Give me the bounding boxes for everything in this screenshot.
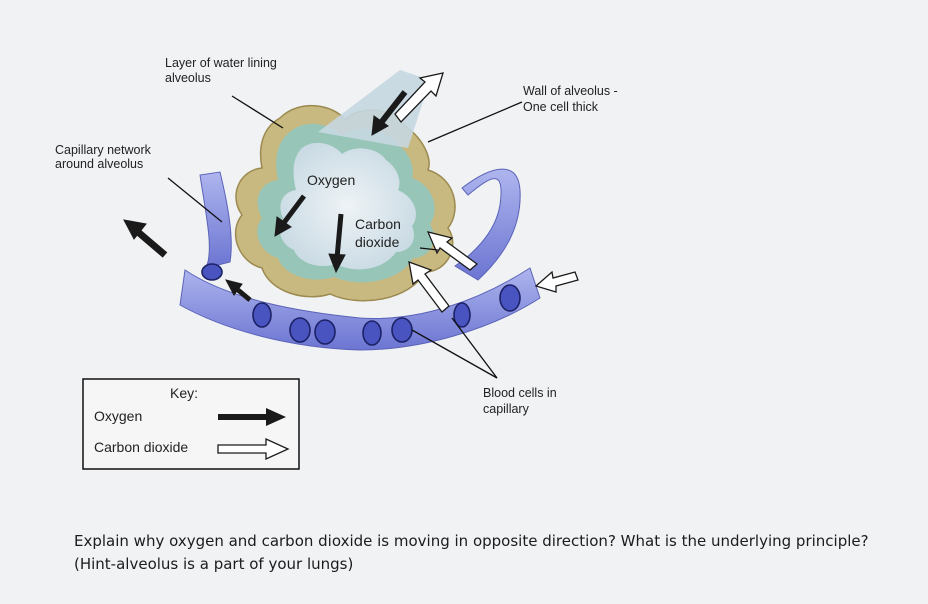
oxygen-arrows (123, 90, 408, 302)
key-title: Key: (170, 385, 198, 401)
key-oxygen-label: Oxygen (94, 408, 142, 424)
alveolus-air-space (279, 142, 416, 270)
blood-cell (314, 319, 336, 345)
capillary-network (179, 168, 541, 351)
co2-arrow (426, 231, 479, 271)
key-box: Key: Oxygen Carbon dioxide (82, 378, 300, 470)
oxygen-arrow (123, 219, 168, 258)
oxygen-arrow (225, 279, 252, 302)
oxygen-arrow (328, 213, 346, 274)
blood-cell (362, 320, 382, 346)
blood-cell (252, 302, 272, 328)
blood-cell (453, 302, 471, 328)
key-co2-arrow (217, 437, 290, 461)
label-water-layer: Layer of water lining alveolus (165, 56, 280, 85)
label-capillary: Capillary network around alveolus (55, 143, 154, 171)
blood-cell (289, 317, 311, 343)
airway (318, 70, 430, 148)
oxygen-arrow (274, 194, 306, 237)
blood-cell (499, 284, 521, 312)
capillary-left-vessel (199, 171, 232, 269)
label-carbon-dioxide: Carbon dioxide (355, 216, 405, 250)
label-oxygen: Oxygen (307, 172, 355, 188)
leader-line-capillary (167, 177, 223, 223)
label-blood-cells: Blood cells in capillary (483, 386, 560, 416)
co2-arrow (534, 270, 579, 293)
leader-line-co2 (419, 247, 439, 251)
oxygen-arrow (371, 90, 408, 136)
leader-lines (167, 95, 523, 379)
key-border (82, 378, 300, 470)
co2-arrow (408, 261, 450, 313)
capillary-main-vessel (179, 267, 541, 351)
key-co2-label: Carbon dioxide (94, 439, 188, 455)
key-oxygen-arrow (218, 408, 286, 426)
co2-arrow (394, 72, 444, 123)
question-text: Explain why oxygen and carbon dioxide is… (74, 532, 869, 573)
blood-cell (201, 263, 223, 281)
capillary-right-vessel (454, 168, 521, 281)
leader-line-wall (427, 101, 523, 143)
blood-cell (391, 317, 413, 343)
blood-cells (201, 263, 521, 346)
leader-line-blood-cells-1 (451, 317, 498, 379)
label-wall: Wall of alveolus - One cell thick (523, 84, 621, 114)
alveolus (234, 70, 456, 302)
leader-line-blood-cells-2 (411, 329, 498, 379)
co2-arrows (394, 72, 579, 313)
leader-line-water-layer (231, 95, 284, 129)
